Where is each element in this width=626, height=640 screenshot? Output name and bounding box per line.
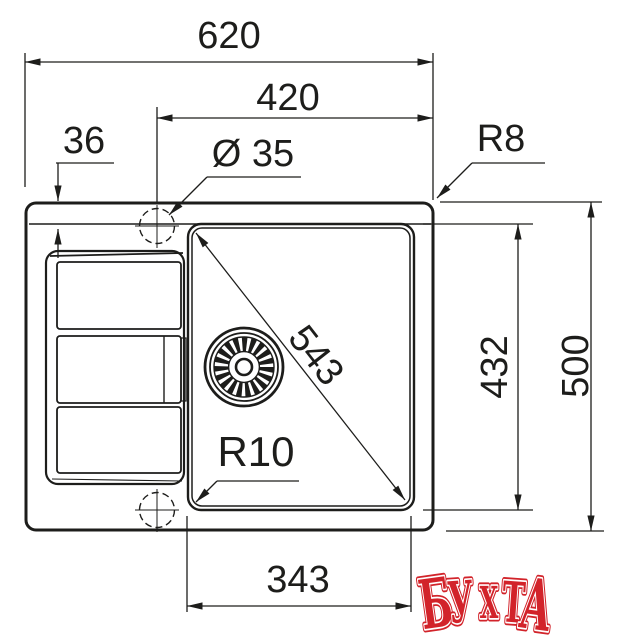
- dim-bowl-width-label: 343: [266, 559, 329, 601]
- drainboard-ledge-strip: [180, 337, 187, 402]
- sink-body: [24, 201, 435, 532]
- drainboard-panel-bottom: [56, 406, 182, 474]
- faucet-hole: [135, 205, 179, 248]
- dim-bowl-width: 343: [186, 516, 412, 612]
- dim-bowl-length: 432: [423, 223, 533, 511]
- drain-strainer: [203, 326, 285, 408]
- dim-bowl-radius: R10: [195, 428, 299, 503]
- dim-hole-diameter: Ø 35: [168, 133, 301, 216]
- watermark-logo: Б Б У У Х Х Т Т А А: [412, 558, 560, 640]
- dim-outer-radius-leader: [436, 162, 473, 199]
- dimensions: 620 420 36 Ø 35 R8: [24, 15, 604, 612]
- dim-outer-radius-label: R8: [477, 118, 526, 160]
- drainboard-panel-top: [56, 261, 182, 330]
- watermark-letter: У: [446, 568, 476, 637]
- watermark-letter-outline: Х: [480, 578, 499, 629]
- dim-total-width: 620: [24, 15, 434, 200]
- dim-total-depth-label: 500: [555, 334, 597, 397]
- dim-hole-diameter-label: Ø 35: [212, 133, 294, 175]
- dim-edge-offset: 36: [54, 120, 114, 258]
- watermark-letter: Т: [500, 569, 528, 636]
- drainboard-contour: [44, 249, 186, 486]
- bowl-inner-rim: [191, 227, 411, 507]
- dim-bowl-length-label: 432: [474, 335, 516, 398]
- drainboard-bottom-edge: [51, 478, 183, 482]
- dim-diagonal-label: 543: [280, 318, 352, 394]
- bowl-outer-rim: [186, 222, 416, 512]
- dim-outer-radius: R8: [436, 118, 545, 199]
- bowl: [186, 222, 416, 512]
- watermark-letter: Х: [480, 578, 499, 629]
- dim-bowl-radius-label: R10: [217, 428, 294, 475]
- drain-center-hole: [234, 357, 254, 377]
- dim-bowl-radius-leader: [195, 480, 218, 503]
- secondary-hole: [135, 489, 179, 532]
- drainboard-panel-middle: [56, 335, 182, 404]
- sink-outer-edge: [24, 201, 435, 532]
- drain-spoke-inner-edge: [227, 350, 261, 384]
- dim-diagonal-line: [195, 232, 406, 501]
- dim-hole-diameter-leader: [168, 176, 208, 216]
- dim-hole-offset-label: 420: [256, 77, 319, 119]
- drainboard: [44, 249, 187, 486]
- dim-total-width-label: 620: [197, 15, 260, 57]
- dim-total-depth: 500: [440, 201, 604, 532]
- dim-hole-offset: 420: [156, 77, 433, 202]
- drainboard-top-edge: [49, 252, 184, 257]
- dim-edge-offset-label: 36: [63, 120, 105, 162]
